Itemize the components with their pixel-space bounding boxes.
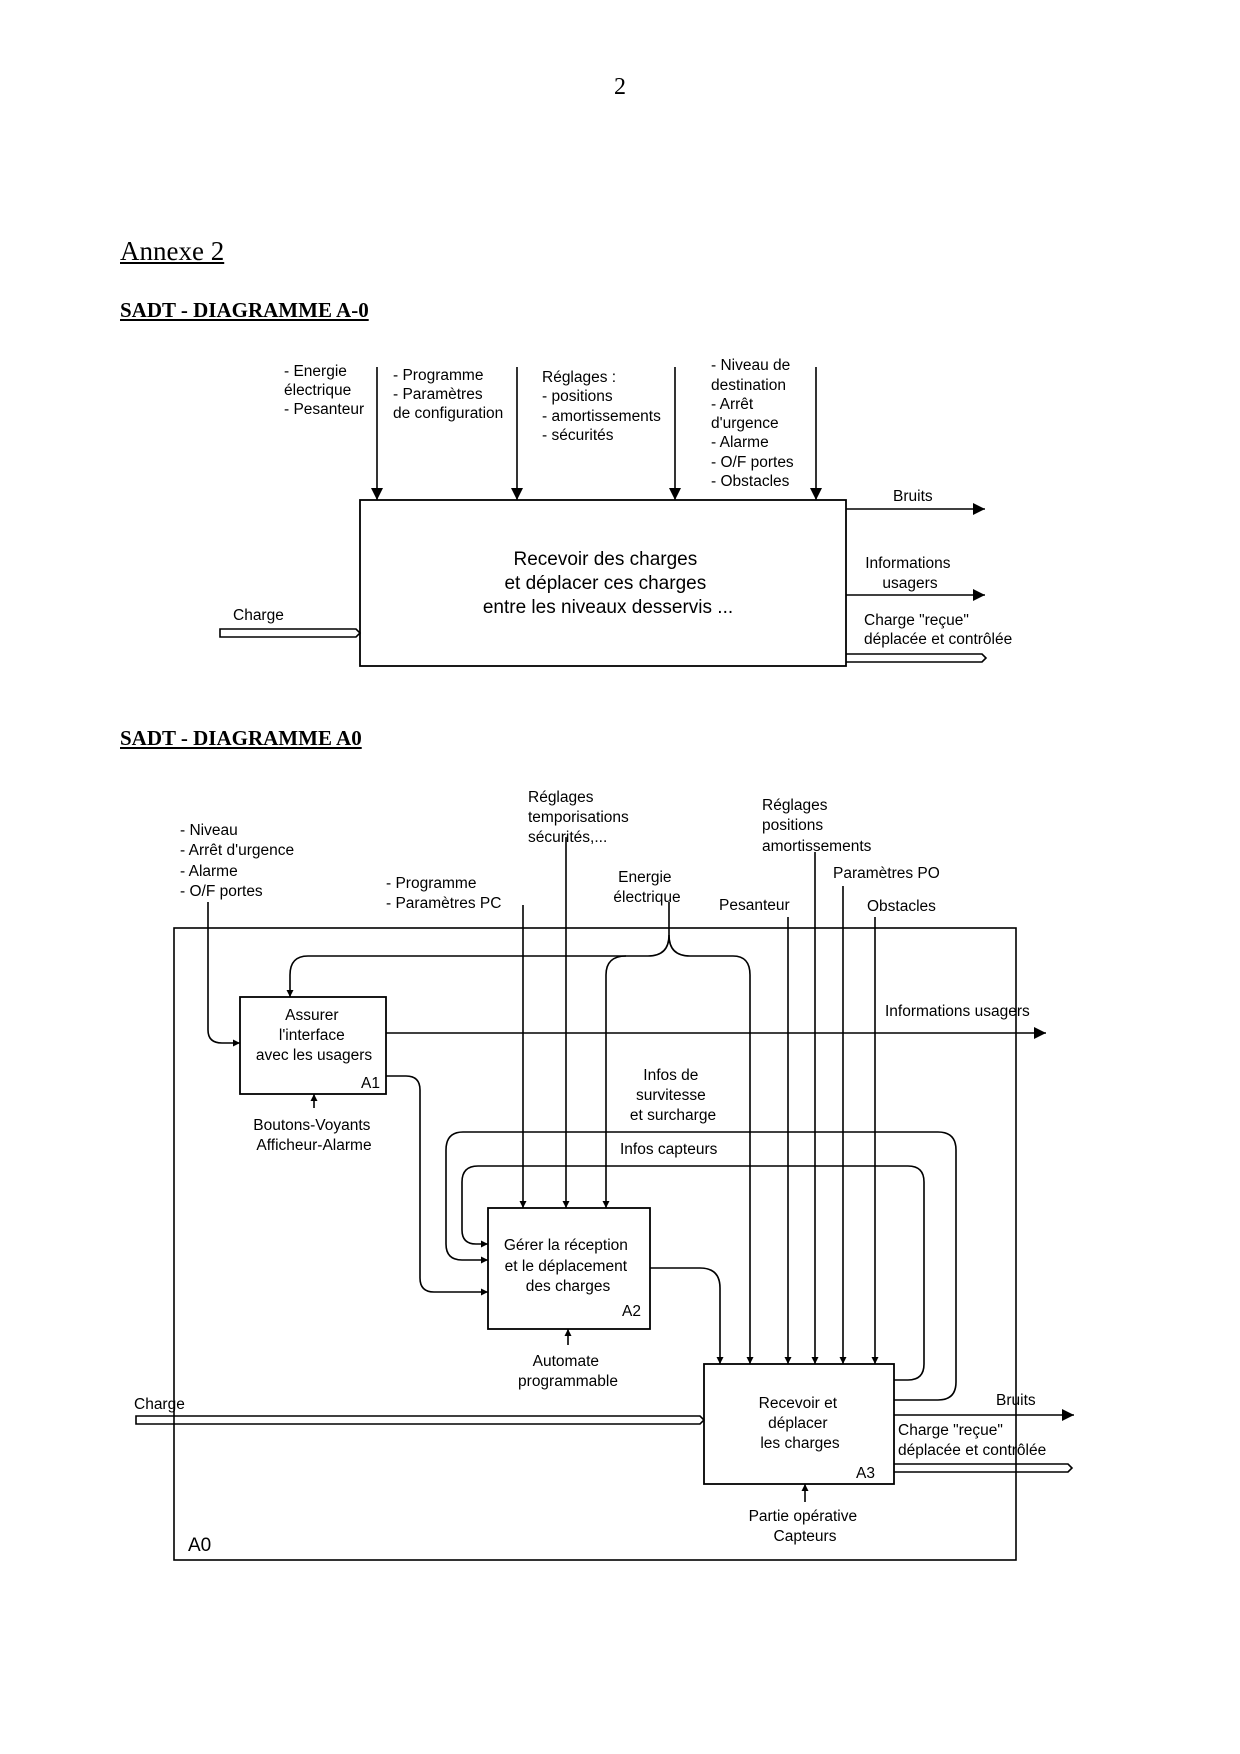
mechanism-label-a3: Partie opérative Capteurs: [749, 1508, 862, 1545]
function-box-a2: [487, 1207, 651, 1330]
output-label-info: Informations usagers: [885, 1003, 1030, 1020]
control-label-reglages-tempo: Réglages temporisations sécurités,...: [528, 789, 633, 846]
input-label-charge: Charge: [233, 607, 284, 624]
output-arrow-charge: [846, 653, 988, 663]
arrow-feedback-survitesse: [445, 1131, 957, 1401]
output-label-noise: Bruits: [996, 1392, 1036, 1409]
control-label-reglages-pos: Réglages positions amortissements: [762, 797, 872, 855]
function-box-a3: [703, 1363, 895, 1485]
a0-frame-label: A0: [188, 1535, 211, 1556]
function-id-a2: A2: [622, 1303, 641, 1320]
output-arrow-charge: [894, 1463, 1074, 1473]
arrow-a1-to-a2: [386, 1075, 488, 1296]
arrow-niveau-to-a1: [207, 902, 240, 1047]
arrow-feedback-capteurs: [461, 1165, 925, 1381]
function-text-a-0: Recevoir des charges et déplacer ces cha…: [483, 549, 733, 618]
function-text-a2: Gérer la réception et le déplacement des…: [504, 1237, 632, 1295]
a0-frame: [173, 927, 1017, 1561]
diagram-a0: A0 - Niveau - Arrêt d'urgence - Alarme -…: [134, 789, 1074, 1561]
function-box-a-0: [359, 499, 847, 667]
function-id-a1: A1: [361, 1075, 380, 1092]
control-label-obstacles: Obstacles: [867, 898, 936, 915]
annex-title: Annexe 2: [120, 236, 225, 266]
control-label-parametres-po: Paramètres PO: [833, 865, 940, 882]
arrow-a2-to-a3: [650, 1267, 724, 1364]
function-text-a3: Recevoir et déplacer les charges: [759, 1395, 842, 1452]
mechanism-label-a2: Automate programmable: [518, 1353, 618, 1390]
diagram-a0-title: SADT - DIAGRAMME A0: [120, 726, 362, 750]
output-label-charge: Charge "reçue" déplacée et contrôlée: [898, 1422, 1046, 1459]
control-label-energie: - Energie électrique - Pesanteur: [284, 363, 364, 418]
input-label-charge: Charge: [134, 1396, 185, 1413]
input-arrow-charge: [135, 1415, 706, 1425]
mechanism-label-a1: Boutons-Voyants Afficheur-Alarme: [253, 1117, 375, 1154]
control-label-programme: - Programme - Paramètres de configuratio…: [393, 367, 503, 422]
arrow-energie-to-a1: [286, 902, 670, 997]
function-text-a1: Assurer l'interface avec les usagers: [256, 1007, 373, 1064]
control-label-reglages: Réglages : - positions - amortissements …: [542, 369, 665, 444]
control-label-niveau: - Niveau - Arrêt d'urgence - Alarme - O/…: [180, 822, 298, 900]
function-box-a1: [239, 996, 387, 1095]
internal-label-survitesse: Infos de survitesse et surcharge: [630, 1067, 716, 1124]
diagram-a-minus-0-title: SADT - DIAGRAMME A-0: [120, 298, 369, 322]
page-number: 2: [614, 74, 626, 100]
control-label-programme: - Programme - Paramètres PC: [386, 875, 501, 912]
control-label-niveau: - Niveau de destination - Arrêt d'urgenc…: [711, 357, 798, 490]
function-id-a3: A3: [856, 1465, 875, 1482]
control-label-pesanteur: Pesanteur: [719, 897, 790, 914]
output-label-noise: Bruits: [893, 488, 933, 505]
diagram-a-minus-0: - Energie électrique - Pesanteur - Progr…: [219, 357, 1012, 667]
control-label-energie: Energie électrique: [613, 869, 680, 906]
output-label-charge: Charge "reçue" déplacée et contrôlée: [864, 612, 1012, 648]
output-label-info: Informations usagers: [865, 555, 955, 592]
internal-label-capteurs: Infos capteurs: [620, 1141, 718, 1158]
arrow-energie-to-a3: [668, 934, 754, 1364]
input-arrow-charge: [219, 628, 362, 638]
arrow-energie-to-a2: [602, 955, 627, 1208]
